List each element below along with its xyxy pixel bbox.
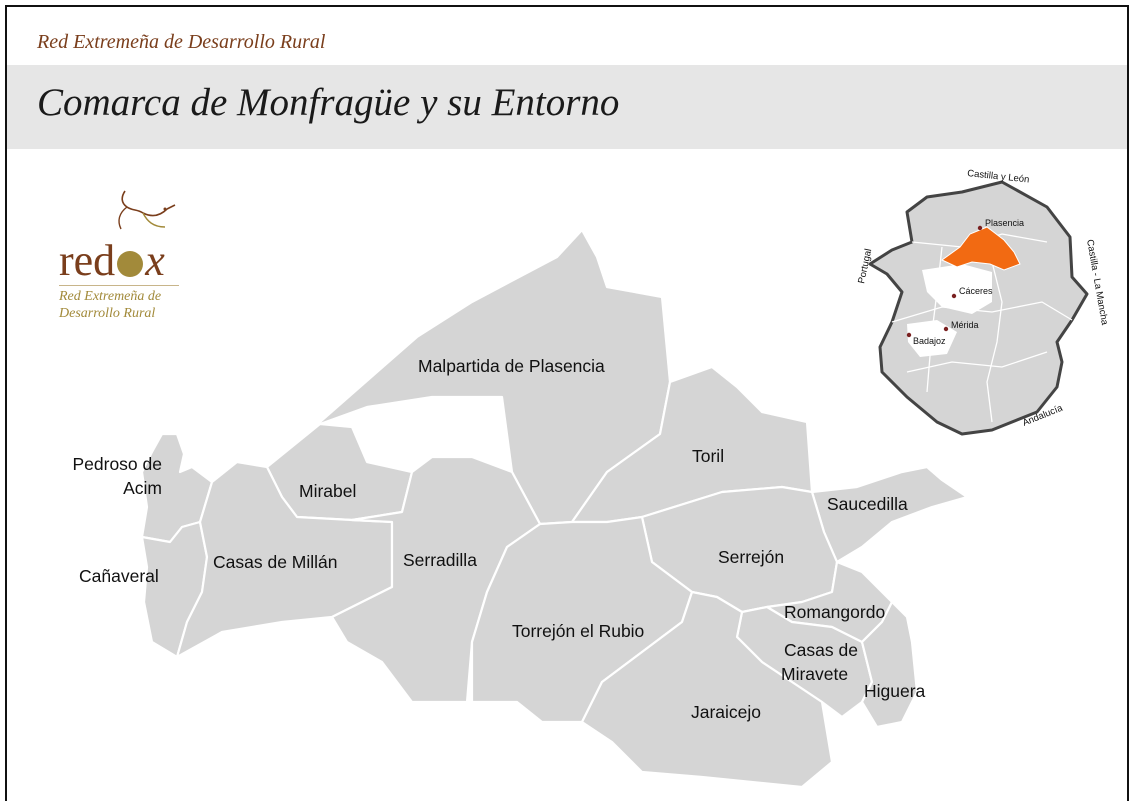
- map-title: Comarca de Monfragüe y su Entorno: [37, 81, 620, 124]
- label-mirabel: Mirabel: [299, 481, 356, 501]
- city-dot-plasencia: [977, 225, 983, 231]
- inset-internal-borders-2: [891, 301, 1073, 323]
- region-jaraicejo[interactable]: [580, 590, 834, 789]
- wordmark-red: red: [59, 236, 116, 285]
- logo-divider: [59, 285, 179, 286]
- region-saucedilla[interactable]: [810, 465, 969, 564]
- neighbor-label-east: Castilla - La Mancha: [1084, 239, 1110, 327]
- city-dot-merida: [943, 326, 949, 332]
- label-saucedilla: Saucedilla: [827, 494, 908, 514]
- wordmark-x: x: [145, 236, 165, 285]
- label-serrejon: Serrejón: [718, 547, 784, 567]
- label-toril: Toril: [692, 446, 724, 466]
- logo-caption-line2: Desarrollo Rural: [59, 306, 156, 321]
- city-dot-badajoz: [906, 332, 912, 338]
- title-band: [7, 65, 1127, 149]
- comarca-map: Plasencia Cáceres Mérida Badajoz Castill…: [72, 168, 1110, 789]
- label-higuera: Higuera: [864, 681, 926, 701]
- label-pedroso-1: Pedroso de: [72, 454, 162, 474]
- stork-icon: [118, 190, 176, 230]
- label-torrejon: Torrejón el Rubio: [512, 621, 644, 641]
- label-malpartida: Malpartida de Plasencia: [418, 356, 605, 376]
- city-dot-caceres: [951, 293, 957, 299]
- region-higuera[interactable]: [860, 600, 919, 729]
- city-label-merida: Mérida: [951, 320, 979, 330]
- city-label-badajoz: Badajoz: [913, 336, 946, 346]
- city-label-caceres: Cáceres: [959, 286, 993, 296]
- label-casas-millan: Casas de Millán: [213, 552, 338, 572]
- label-pedroso-2: Acim: [123, 478, 162, 498]
- label-canaveral: Cañaveral: [79, 566, 159, 586]
- label-romangordo: Romangordo: [784, 602, 885, 622]
- label-jaraicejo: Jaraicejo: [691, 702, 761, 722]
- monfrague-highlight: [941, 226, 1021, 271]
- inset-internal-borders-4: [986, 261, 1003, 423]
- inset-white-zone-caceres: [922, 264, 992, 314]
- label-casas-miravete-2: Miravete: [781, 664, 848, 684]
- inset-internal-borders-5: [926, 246, 943, 393]
- city-label-plasencia: Plasencia: [985, 218, 1024, 228]
- globe-icon: [117, 251, 144, 277]
- label-casas-miravete-1: Casas de: [784, 640, 858, 660]
- network-subtitle: Red Extremeña de Desarrollo Rural: [37, 31, 326, 53]
- map-frame: Red Extremeña de Desarrollo Rural Comarc…: [5, 5, 1129, 801]
- logo-caption-line1: Red Extremeña de: [59, 289, 162, 304]
- inset-locator-map: Plasencia Cáceres Mérida Badajoz Castill…: [856, 168, 1110, 436]
- label-serradilla: Serradilla: [403, 550, 477, 570]
